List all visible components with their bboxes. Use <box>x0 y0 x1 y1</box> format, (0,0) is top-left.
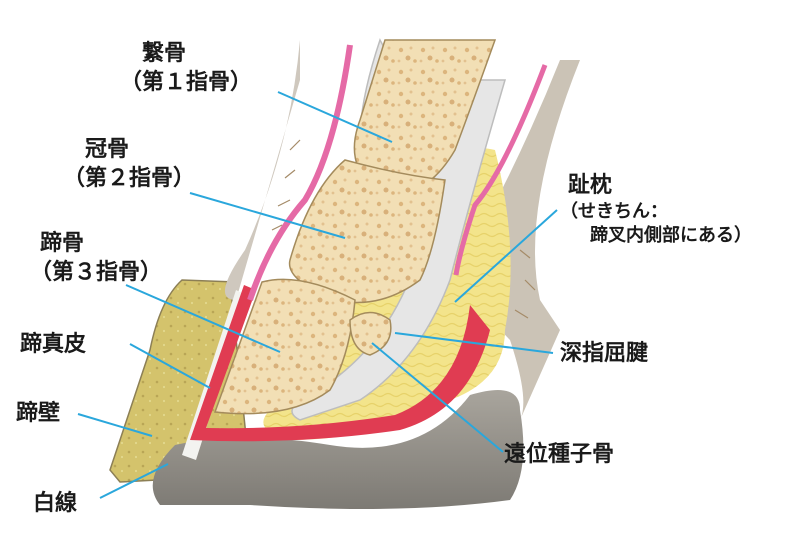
leader-navicular-bone <box>371 342 504 453</box>
label-navicular-bone: 遠位種子骨 <box>504 442 615 467</box>
label-long-pastern-bone: 繋骨 （第１指骨） <box>120 41 253 95</box>
leader-digital-cushion <box>454 209 558 303</box>
navicular-bone-shape <box>349 311 392 356</box>
leader-white-line <box>99 463 169 499</box>
leader-deep-flexor-tendon <box>394 332 554 354</box>
leader-coffin-bone <box>125 284 281 353</box>
leader-short-pastern <box>189 192 346 239</box>
label-deep-flexor-tendon: 深指屈腱 <box>560 341 649 366</box>
label-short-pastern-bone: 冠骨 （第２指骨） <box>63 137 196 191</box>
coffin-bone-shape <box>213 278 356 415</box>
leader-corium <box>129 343 211 389</box>
short-pastern-bone-shape <box>288 159 446 304</box>
label-corium: 蹄真皮 <box>20 332 87 357</box>
label-digital-cushion: 趾枕 （せきちん： 蹄叉内側部にある） <box>560 173 752 246</box>
pink-back-line <box>453 64 548 276</box>
hair-texture <box>271 139 536 319</box>
label-hoof-wall: 蹄壁 <box>16 401 61 426</box>
leader-lines <box>77 91 558 499</box>
leader-hoof-wall <box>77 413 153 437</box>
label-white-line: 白線 <box>33 491 78 516</box>
leader-long-pastern <box>277 91 393 143</box>
label-coffin-bone: 蹄骨 （第３指骨） <box>30 231 163 285</box>
skin-shape <box>224 40 300 300</box>
sole-shape <box>152 390 524 509</box>
pink-front-line <box>247 44 353 301</box>
